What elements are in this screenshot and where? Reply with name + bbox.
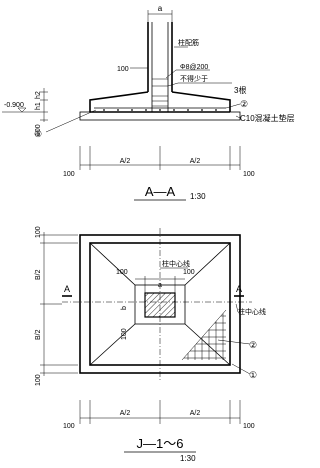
plan-inner-dim-bottom: 100 xyxy=(121,328,128,340)
footing-right-slope xyxy=(171,91,231,112)
section-marker-1: ① xyxy=(34,129,42,139)
plan-section-mark-right: A xyxy=(236,284,242,294)
plan-section-mark-left: A xyxy=(64,284,70,294)
column-width-label: a xyxy=(158,4,163,13)
section-dim-half-left: A/2 xyxy=(120,158,131,165)
section-dim-left-100: 100 xyxy=(63,171,75,178)
section-view: a 柱配筋 100 Φ8@20 xyxy=(2,4,295,201)
rebar-grid xyxy=(181,309,227,361)
section-dim-100: 100 xyxy=(117,66,129,73)
plan-title: J—1～6 xyxy=(137,436,184,451)
footing-left-slope xyxy=(89,91,149,112)
plan-dim-top-100: 100 xyxy=(35,226,42,238)
section-scale: 1:30 xyxy=(190,192,206,201)
dim-h2: h2 xyxy=(35,91,42,99)
stirrup-label: Φ8@200 xyxy=(180,64,208,71)
plan-dim-half-right: A/2 xyxy=(190,410,201,417)
layers-label: 3根 xyxy=(234,85,246,95)
plan-view: A A 柱中心线 10 xyxy=(35,226,266,463)
plan-marker-1: ① xyxy=(249,370,257,380)
plan-inner-dim-b: b xyxy=(121,306,128,310)
plan-dim-left-100: 100 xyxy=(63,423,75,430)
plan-dim-half-left: A/2 xyxy=(120,410,131,417)
section-dim-right-100: 100 xyxy=(243,171,255,178)
plan-column-axis-label: 柱中心线 xyxy=(162,259,190,268)
plan-dim-bottom-100: 100 xyxy=(35,374,42,386)
column-rebar-label: 柱配筋 xyxy=(178,38,199,47)
plan-marker-2: ② xyxy=(249,340,257,350)
section-marker-2: ② xyxy=(240,99,248,109)
section-title: A—A xyxy=(145,184,176,199)
plan-dim-b-half-top: B/2 xyxy=(35,269,42,280)
concrete-label: C10混凝土垫层 xyxy=(240,113,295,123)
plan-dim-b-half-bottom: B/2 xyxy=(35,329,42,340)
section-dim-half-right: A/2 xyxy=(190,158,201,165)
plan-scale: 1:30 xyxy=(180,454,196,463)
plan-dim-right-100: 100 xyxy=(243,423,255,430)
plan-inner-dim-right: 100 xyxy=(183,269,195,276)
plan-column-axis-label-right: 柱中心线 xyxy=(238,307,266,316)
dim-pad: 100 xyxy=(35,124,42,136)
level-label: -0.900 xyxy=(4,102,24,109)
plan-inner-dim-a: a xyxy=(158,282,162,289)
rebar-dots xyxy=(103,109,217,111)
dim-h1: h1 xyxy=(35,102,42,110)
stirrups xyxy=(152,78,168,107)
plan-inner-dim-left: 100 xyxy=(116,269,128,276)
foundation-drawing: a 柱配筋 100 Φ8@20 xyxy=(2,4,295,463)
not-less-label: 不得少于 xyxy=(180,74,208,83)
concrete-pad xyxy=(79,111,241,121)
